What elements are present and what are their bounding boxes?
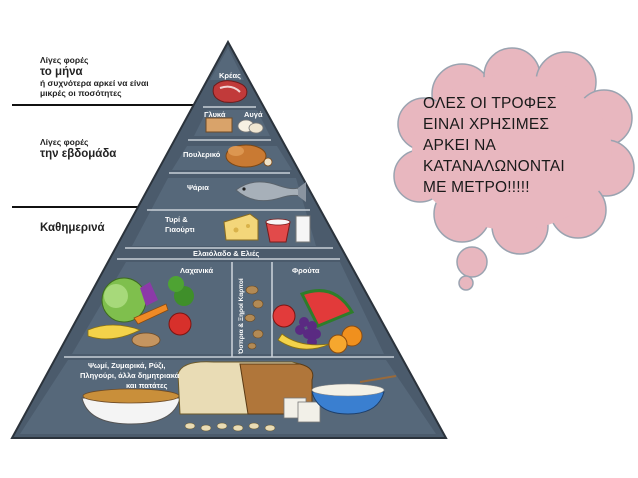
label-eggs: Αυγά xyxy=(244,110,263,119)
milk-icon xyxy=(295,215,311,243)
eggs-icon xyxy=(237,119,264,134)
label-fruits: Φρούτα xyxy=(292,266,320,275)
cloud-line5: ΜΕ ΜΕΤΡΟ!!!!! xyxy=(423,178,530,196)
label-meat: Κρέας xyxy=(219,71,241,80)
label-grains-line1: Ψωμί, Ζυμαρικά, Ρύζι, xyxy=(88,361,166,370)
label-vegetables: Λαχανικά xyxy=(180,266,213,275)
label-grains-line3: και πατάτες xyxy=(126,381,168,390)
label-dairy-line1: Τυρί & xyxy=(165,215,188,224)
frequency-monthly: Λίγες φορές το μήνα ή συχνότερα αρκεί να… xyxy=(40,55,149,99)
monthly-line2: το μήνα xyxy=(40,65,83,78)
label-olive-oil: Ελαιόλαδο & Ελιές xyxy=(193,249,259,258)
legumes-icon xyxy=(244,285,264,350)
monthly-line4: μικρές οι ποσότητες xyxy=(40,87,122,98)
frequency-weekly: Λίγες φορές την εβδομάδα xyxy=(40,137,117,161)
meat-icon xyxy=(212,80,248,103)
rice-bowl-icon xyxy=(311,375,397,415)
weekly-line1: Λίγες φορές xyxy=(40,137,89,147)
label-legumes: Όσπρια & Ξηροί Καρποί xyxy=(238,278,245,355)
monthly-line3: ή συχνότερα αρκεί να είναι xyxy=(40,77,149,88)
label-grains-line2: Πληγούρι, άλλα δημητριακά xyxy=(80,371,180,380)
crackers-icon xyxy=(283,397,321,423)
label-dairy-line2: Γιαούρτι xyxy=(165,225,195,234)
cloud-line2: ΕΙΝΑΙ ΧΡΗΣΙΜΕΣ xyxy=(423,115,550,133)
monthly-line1: Λίγες φορές xyxy=(40,55,89,65)
weekly-line2: την εβδομάδα xyxy=(40,147,117,160)
fruits-icon xyxy=(272,289,363,354)
fish-icon xyxy=(235,181,306,202)
seeds-icon xyxy=(184,422,276,432)
cloud-line4: ΚΑΤΑΝΑΛΩΝΟΝΤΑΙ xyxy=(423,157,565,175)
pasta-bowl-icon xyxy=(81,388,181,425)
vegetables-icon xyxy=(87,276,194,348)
cheese-icon xyxy=(223,213,259,241)
cloud-message: ΟΛΕΣ ΟΙ ΤΡΟΦΕΣ ΕΙΝΑΙ ΧΡΗΣΙΜΕΣ ΑΡΚΕΙ ΝΑ Κ… xyxy=(423,94,603,199)
label-sweets: Γλυκά xyxy=(204,110,226,119)
cloud-line3: ΑΡΚΕΙ ΝΑ xyxy=(423,136,497,154)
cloud-line1: ΟΛΕΣ ΟΙ ΤΡΟΦΕΣ xyxy=(423,95,557,112)
thought-bubbles xyxy=(456,246,488,291)
sweets-icon xyxy=(205,117,233,133)
label-poultry: Πουλερικό xyxy=(183,150,221,159)
tier-separators xyxy=(64,106,394,358)
label-fish: Ψάρια xyxy=(187,183,209,192)
frequency-daily: Καθημερινά xyxy=(40,222,105,235)
daily-line1: Καθημερινά xyxy=(40,222,105,234)
thought-cloud-core xyxy=(412,74,612,230)
yogurt-icon xyxy=(265,218,291,243)
poultry-icon xyxy=(225,144,273,168)
